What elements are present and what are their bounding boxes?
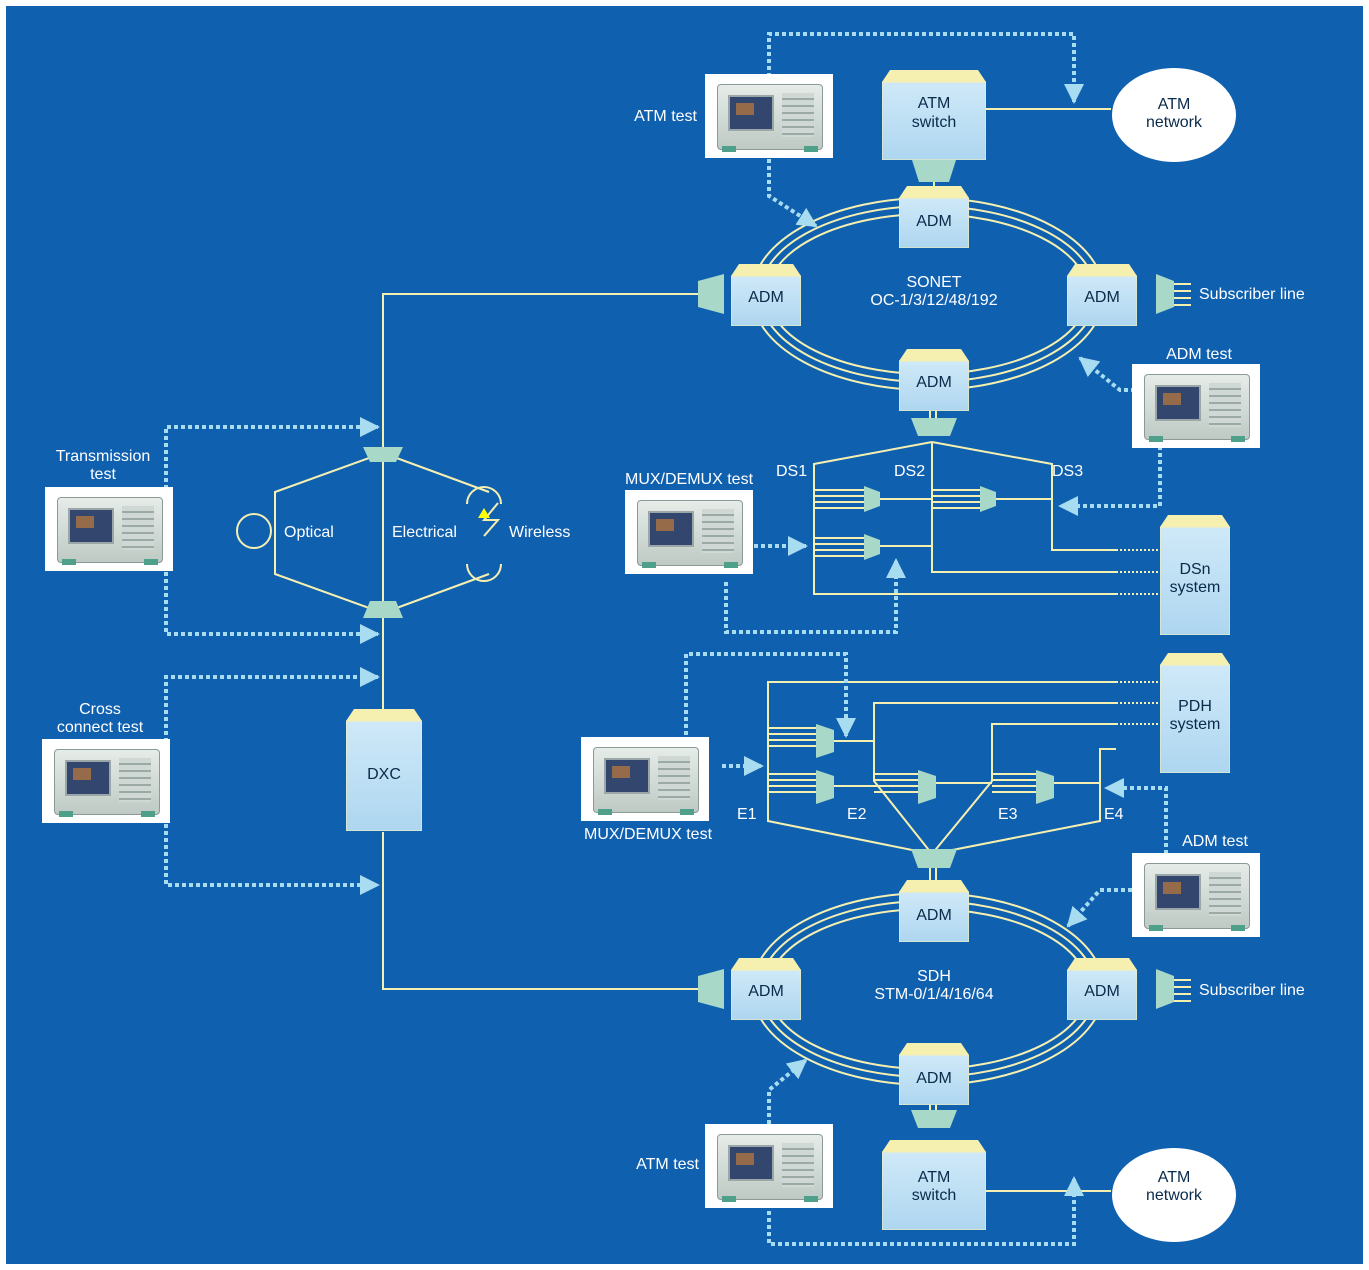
sdh-atm-network-shape [1112, 1148, 1236, 1242]
pdh-system-label-1: PDH [1178, 698, 1212, 715]
e-level-e2: E2 [847, 806, 867, 823]
ds-mux-demux-tester [625, 490, 753, 574]
electrical-label: Electrical [392, 524, 457, 541]
sonet-adm-right [1067, 264, 1137, 326]
dsn-system-label-2: system [1169, 579, 1221, 596]
sonet-atm-network-shape [1112, 68, 1236, 162]
sdh-atm-test-label: ATM test [636, 1156, 699, 1173]
ds-level-ds3: DS3 [1052, 463, 1084, 480]
transmission-test-label-2: test [90, 466, 116, 483]
diagram-canvas: ATM test ATM switch ATM network ADM ADM … [6, 6, 1363, 1264]
sdh-atm-switch-label-1: ATM [917, 1169, 951, 1186]
sonet-atm-test-label: ATM test [634, 108, 697, 125]
ds-mux-tree [813, 441, 1116, 595]
sonet-adm-top-label: ADM [916, 213, 952, 230]
sdh-subscriber-label: Subscriber line [1199, 982, 1305, 999]
e-level-e3: E3 [998, 806, 1018, 823]
sonet-subscriber-label: Subscriber line [1199, 286, 1305, 303]
sdh-atm-network-label-2: network [1145, 1187, 1203, 1204]
ds-dotted-links [1116, 549, 1158, 595]
sonet-adm-bottom [899, 349, 969, 411]
connection-lines [164, 32, 1236, 1246]
e-dotted-links [1116, 681, 1158, 725]
test-arrows [164, 32, 1168, 1246]
wireless-label: Wireless [509, 524, 571, 541]
dxc-label: DXC [367, 766, 401, 783]
e-level-e1: E1 [737, 806, 757, 823]
sdh-adm-bottom [899, 1043, 969, 1105]
sonet-atm-network-label-2: network [1145, 114, 1203, 131]
wireless-antenna-bottom [466, 563, 502, 582]
cross-connect-test-label-2: connect test [56, 719, 144, 736]
sdh-adm-right-label: ADM [1084, 983, 1120, 1000]
sonet-adm-tester [1132, 364, 1260, 448]
e-mux-tree [767, 681, 1116, 855]
cross-connect-test-label-1: Cross [79, 701, 121, 718]
ds-level-ds2: DS2 [894, 463, 926, 480]
sdh-adm-left-label: ADM [748, 983, 784, 1000]
wireless-bolt [481, 502, 501, 537]
dsn-system-label-1: DSn [1179, 561, 1211, 578]
sonet-atm-network-label-1: ATM [1157, 96, 1191, 113]
sonet-adm-left-label: ADM [748, 289, 784, 306]
sonet-ring-label: SONET [906, 274, 962, 291]
ds-level-ds1: DS1 [776, 463, 808, 480]
wireless-antenna-top [466, 486, 502, 505]
sdh-atm-network-label-1: ATM [1157, 1169, 1191, 1186]
transmission-test-label-1: Transmission [55, 448, 151, 465]
dxc-box [346, 709, 422, 831]
dsn-system-box [1160, 515, 1230, 635]
sdh-atm-switch-label-2: switch [911, 1187, 957, 1204]
e-mux-demux-tester [581, 737, 709, 821]
sonet-atm-switch [882, 70, 986, 160]
sdh-adm-test-label: ADM test [1182, 833, 1248, 850]
trunk-lines [274, 108, 1191, 1192]
wireless-arrow [478, 508, 490, 518]
optical-symbol [236, 513, 272, 549]
sdh-adm-right [1067, 958, 1137, 1020]
sonet-adm-bottom-label: ADM [916, 374, 952, 391]
mux-symbols [816, 486, 1054, 804]
sdh-atm-tester [705, 1124, 833, 1208]
sonet-atm-switch-label-1: ATM [917, 95, 951, 112]
optical-label: Optical [284, 524, 334, 541]
sonet-adm-test-label: ADM test [1166, 346, 1232, 363]
sonet-atm-tester [705, 74, 833, 158]
e-level-e4: E4 [1104, 806, 1124, 823]
sonet-adm-right-label: ADM [1084, 289, 1120, 306]
connector-symbols [363, 160, 1174, 1128]
sdh-ring-rates: STM-0/1/4/16/64 [874, 986, 994, 1003]
sonet-adm-left [731, 264, 801, 326]
sonet-atm-switch-label-2: switch [911, 114, 957, 131]
sdh-atm-switch [882, 1140, 986, 1230]
ds-mux-test-label: MUX/DEMUX test [624, 471, 754, 488]
sdh-adm-tester [1132, 853, 1260, 937]
sonet-ring-rates: OC-1/3/12/48/192 [870, 292, 998, 309]
pdh-system-label-2: system [1169, 716, 1221, 733]
sdh-adm-top-label: ADM [916, 907, 952, 924]
sdh-adm-bottom-label: ADM [916, 1070, 952, 1087]
sdh-ring-label: SDH [917, 968, 951, 985]
pdh-system-box [1160, 653, 1230, 773]
cross-connect-tester [42, 739, 170, 823]
sdh-adm-left [731, 958, 801, 1020]
sdh-adm-top [899, 880, 969, 942]
e-mux-test-label: MUX/DEMUX test [583, 826, 713, 843]
sonet-adm-top [899, 186, 969, 248]
transmission-tester [45, 487, 173, 571]
